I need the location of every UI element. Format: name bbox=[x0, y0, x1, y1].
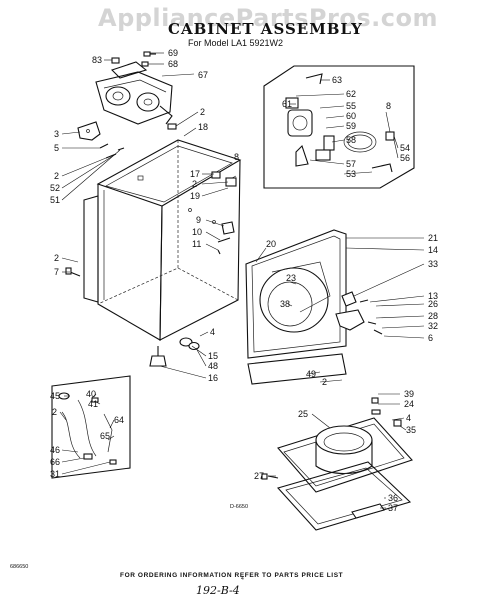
callout-17: 17 bbox=[190, 169, 200, 179]
callout-2: 2 bbox=[52, 407, 57, 417]
callout-numbers: 83 69 68 67 2 18 3 5 2 52 51 8 17 2 19 9… bbox=[50, 48, 438, 513]
callout-62: 62 bbox=[346, 89, 356, 99]
callout-39: 39 bbox=[404, 389, 414, 399]
callout-35: 35 bbox=[406, 425, 416, 435]
callout-5: 5 bbox=[54, 143, 59, 153]
callout-46: 46 bbox=[50, 445, 60, 455]
callout-32: 32 bbox=[428, 321, 438, 331]
callout-2: 2 bbox=[54, 253, 59, 263]
front-panel bbox=[245, 229, 347, 359]
callout-2: 2 bbox=[322, 377, 327, 387]
callout-51: 51 bbox=[50, 195, 60, 205]
watermark: AppliancePartsPros.com bbox=[98, 4, 438, 32]
callout-20: 20 bbox=[266, 239, 276, 249]
callout-33: 33 bbox=[428, 259, 438, 269]
page-mark: 4 bbox=[241, 576, 244, 582]
callout-8: 8 bbox=[386, 101, 391, 111]
screw-7 bbox=[65, 267, 81, 277]
drive-inset bbox=[263, 65, 415, 189]
callout-31: 31 bbox=[50, 469, 60, 479]
bumper-15 bbox=[179, 337, 200, 351]
motor-assembly bbox=[95, 61, 173, 125]
callout-26: 26 bbox=[428, 299, 438, 309]
callout-37: 37 bbox=[388, 503, 398, 513]
callout-57: 57 bbox=[346, 159, 356, 169]
callout-68: 68 bbox=[168, 59, 178, 69]
callout-69: 69 bbox=[168, 48, 178, 58]
callout-64: 64 bbox=[114, 415, 124, 425]
callout-11: 11 bbox=[192, 239, 201, 249]
callout-6: 6 bbox=[428, 333, 433, 343]
callout-19: 19 bbox=[190, 191, 200, 201]
callout-83: 83 bbox=[92, 55, 102, 65]
leader-lines bbox=[59, 52, 425, 509]
callout-66: 66 bbox=[50, 457, 60, 467]
hinge-9-10-11 bbox=[217, 221, 235, 255]
callout-8: 8 bbox=[234, 152, 239, 162]
ordering-note: FOR ORDERING INFORMATION REFER TO PARTS … bbox=[120, 572, 344, 579]
diagram-code: D-6650 bbox=[230, 504, 249, 510]
callout-67: 67 bbox=[198, 70, 208, 80]
callout-2: 2 bbox=[200, 107, 205, 117]
leveling-leg-16 bbox=[149, 346, 167, 367]
callout-18: 18 bbox=[198, 122, 208, 132]
screw-69 bbox=[143, 51, 156, 57]
callout-52: 52 bbox=[50, 183, 60, 193]
callout-3: 3 bbox=[54, 129, 59, 139]
cabinet-box bbox=[83, 139, 242, 341]
callout-16: 16 bbox=[208, 373, 218, 383]
callout-63: 63 bbox=[332, 75, 342, 85]
callout-27: 27 bbox=[254, 471, 264, 481]
callout-7: 7 bbox=[54, 267, 59, 277]
hinge-bracket-33 bbox=[341, 291, 369, 307]
callout-61: 61 bbox=[282, 99, 292, 109]
door-latch-26-28 bbox=[335, 309, 383, 335]
callout-49: 49 bbox=[306, 369, 316, 379]
callout-48: 48 bbox=[208, 361, 218, 371]
handwritten-note: 192-B-4 bbox=[196, 584, 240, 597]
callout-4: 4 bbox=[406, 413, 411, 423]
callout-23: 23 bbox=[286, 273, 296, 283]
callout-55: 55 bbox=[346, 101, 356, 111]
callout-21: 21 bbox=[428, 233, 438, 243]
callout-2: 2 bbox=[54, 171, 59, 181]
callout-53: 53 bbox=[346, 169, 356, 179]
callout-40: 40 bbox=[86, 389, 96, 399]
callout-60: 60 bbox=[346, 111, 356, 121]
bracket-3 bbox=[77, 121, 101, 141]
clip-2 bbox=[167, 123, 177, 130]
callout-15: 15 bbox=[208, 351, 218, 361]
callout-25: 25 bbox=[298, 409, 308, 419]
base-assembly bbox=[277, 397, 413, 531]
callout-59: 59 bbox=[346, 121, 356, 131]
callout-4: 4 bbox=[210, 327, 215, 337]
callout-36: 36 bbox=[388, 493, 398, 503]
callout-65: 65 bbox=[100, 431, 110, 441]
wire-harness-inset bbox=[51, 375, 131, 479]
callout-38: 38 bbox=[280, 299, 290, 309]
screws-52-51 bbox=[99, 143, 125, 159]
diagram-title: CABINET ASSEMBLY bbox=[168, 20, 363, 38]
callout-24: 24 bbox=[404, 399, 414, 409]
document-number: 686650 bbox=[10, 564, 29, 570]
callout-10: 10 bbox=[192, 227, 202, 237]
callout-2: 2 bbox=[192, 179, 197, 189]
screw-27 bbox=[261, 473, 279, 480]
clip-83 bbox=[111, 57, 120, 64]
callout-41: 41 bbox=[88, 399, 98, 409]
screw-68 bbox=[141, 61, 149, 67]
callout-45: 45 bbox=[50, 391, 60, 401]
toe-plate-49 bbox=[247, 353, 347, 385]
callout-13: 13 bbox=[428, 291, 438, 301]
model-subtitle: For Model LA1 5921W2 bbox=[188, 38, 284, 48]
callout-56: 56 bbox=[400, 153, 410, 163]
callout-58: 58 bbox=[346, 135, 356, 145]
callout-9: 9 bbox=[196, 215, 201, 225]
callout-54: 54 bbox=[400, 143, 410, 153]
callout-28: 28 bbox=[428, 311, 438, 321]
callout-14: 14 bbox=[428, 245, 438, 255]
